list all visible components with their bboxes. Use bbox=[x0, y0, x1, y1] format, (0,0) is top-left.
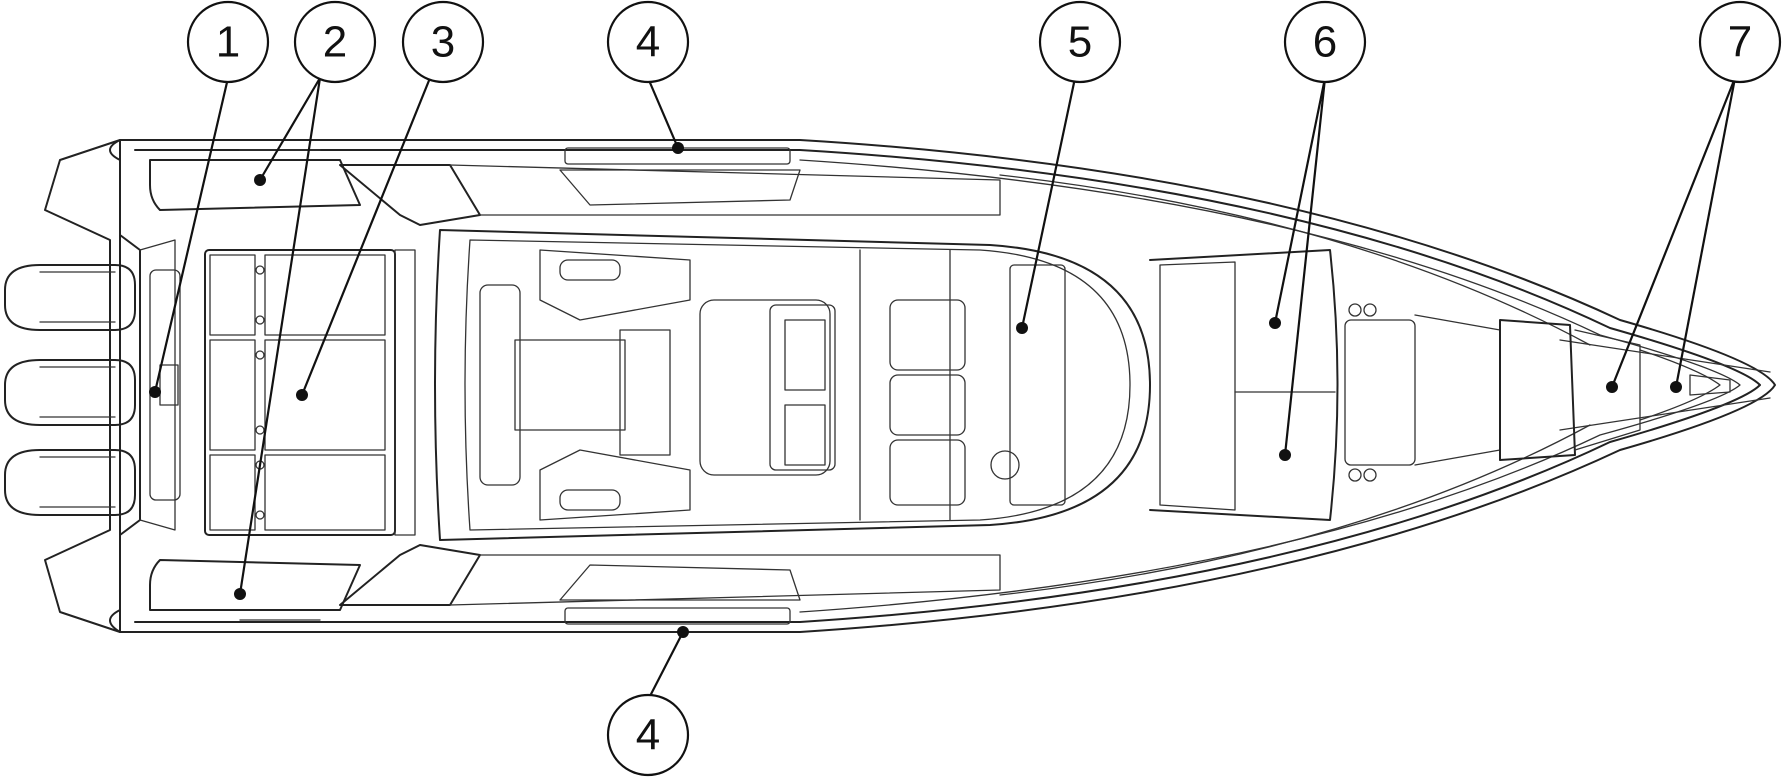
callout-4-bottom: 4 bbox=[606, 693, 690, 777]
callout-3: 3 bbox=[401, 0, 485, 84]
callout-4-top: 4 bbox=[606, 0, 690, 84]
bow-lockers bbox=[1499, 319, 1731, 461]
callout-1: 1 bbox=[186, 0, 270, 84]
callout-5-label: 5 bbox=[1068, 18, 1092, 67]
outboard-engines bbox=[4, 264, 136, 516]
callout-4-top-label: 4 bbox=[636, 18, 660, 67]
callout-6: 6 bbox=[1283, 0, 1367, 84]
transom bbox=[44, 139, 181, 633]
callout-7: 7 bbox=[1698, 0, 1782, 84]
aft-cockpit-grid bbox=[204, 249, 416, 536]
leader-lines bbox=[149, 77, 1737, 701]
callout-7-label: 7 bbox=[1728, 18, 1752, 67]
callout-2-label: 2 bbox=[323, 18, 347, 67]
callout-3-label: 3 bbox=[431, 18, 455, 67]
callout-4-bottom-label: 4 bbox=[636, 711, 660, 760]
callout-5: 5 bbox=[1038, 0, 1122, 84]
forward-seating bbox=[1149, 249, 1501, 521]
side-decks bbox=[339, 147, 1001, 625]
center-cockpit bbox=[434, 229, 1151, 541]
callout-6-label: 6 bbox=[1313, 18, 1337, 67]
callout-2: 2 bbox=[293, 0, 377, 84]
aft-side-lockers bbox=[149, 149, 361, 621]
hull-outline bbox=[109, 139, 1776, 633]
callout-1-label: 1 bbox=[216, 18, 240, 67]
